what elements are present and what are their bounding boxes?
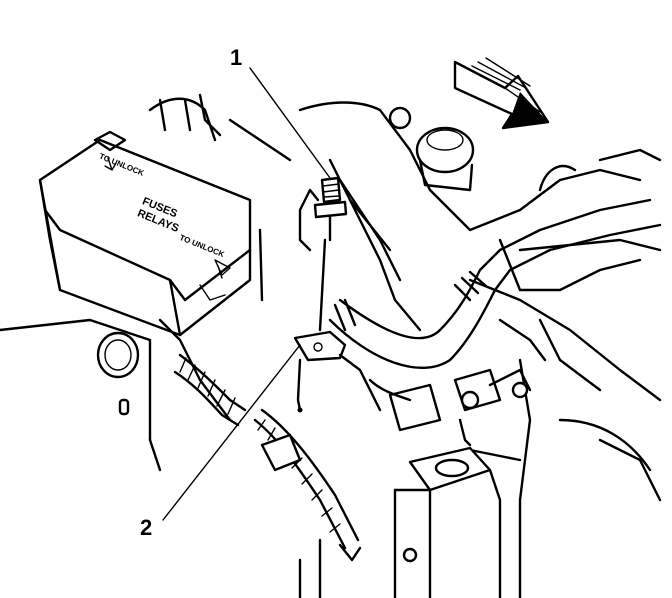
ground-stud (298, 176, 348, 332)
leader-lines (162, 67, 331, 521)
left-bracket (0, 318, 232, 472)
bottom-bracket (298, 446, 502, 598)
engine-background (148, 93, 662, 598)
reservoir-cap (388, 106, 475, 192)
direction-arrow (453, 57, 550, 130)
callout-1: 1 (230, 45, 242, 70)
ground-terminal (293, 330, 382, 413)
cable-harness (173, 353, 362, 562)
main-hose (328, 198, 662, 369)
connector-fittings (368, 318, 547, 447)
callout-2: 2 (140, 515, 152, 540)
fuse-relay-box: TO UNLOCK FUSES RELAYS TO UNLOCK (38, 130, 264, 337)
